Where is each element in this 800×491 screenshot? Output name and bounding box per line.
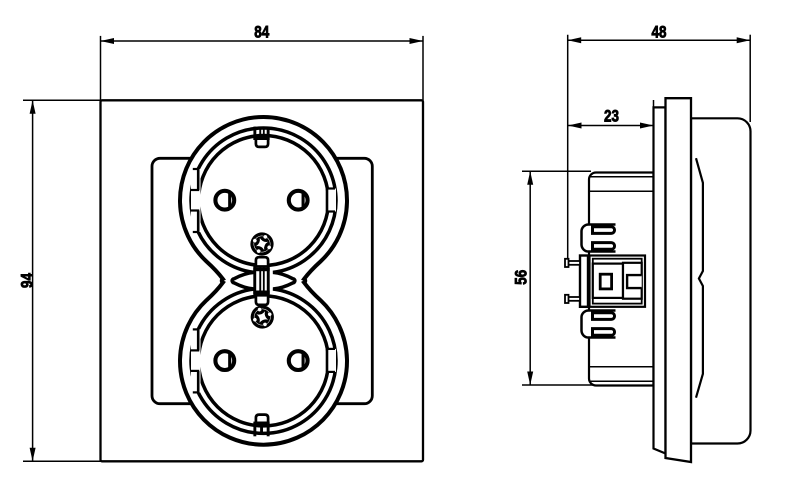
- svg-text:94: 94: [18, 273, 37, 288]
- svg-text:84: 84: [254, 23, 269, 42]
- svg-text:23: 23: [604, 107, 619, 126]
- svg-text:48: 48: [652, 23, 667, 42]
- svg-text:56: 56: [512, 270, 531, 285]
